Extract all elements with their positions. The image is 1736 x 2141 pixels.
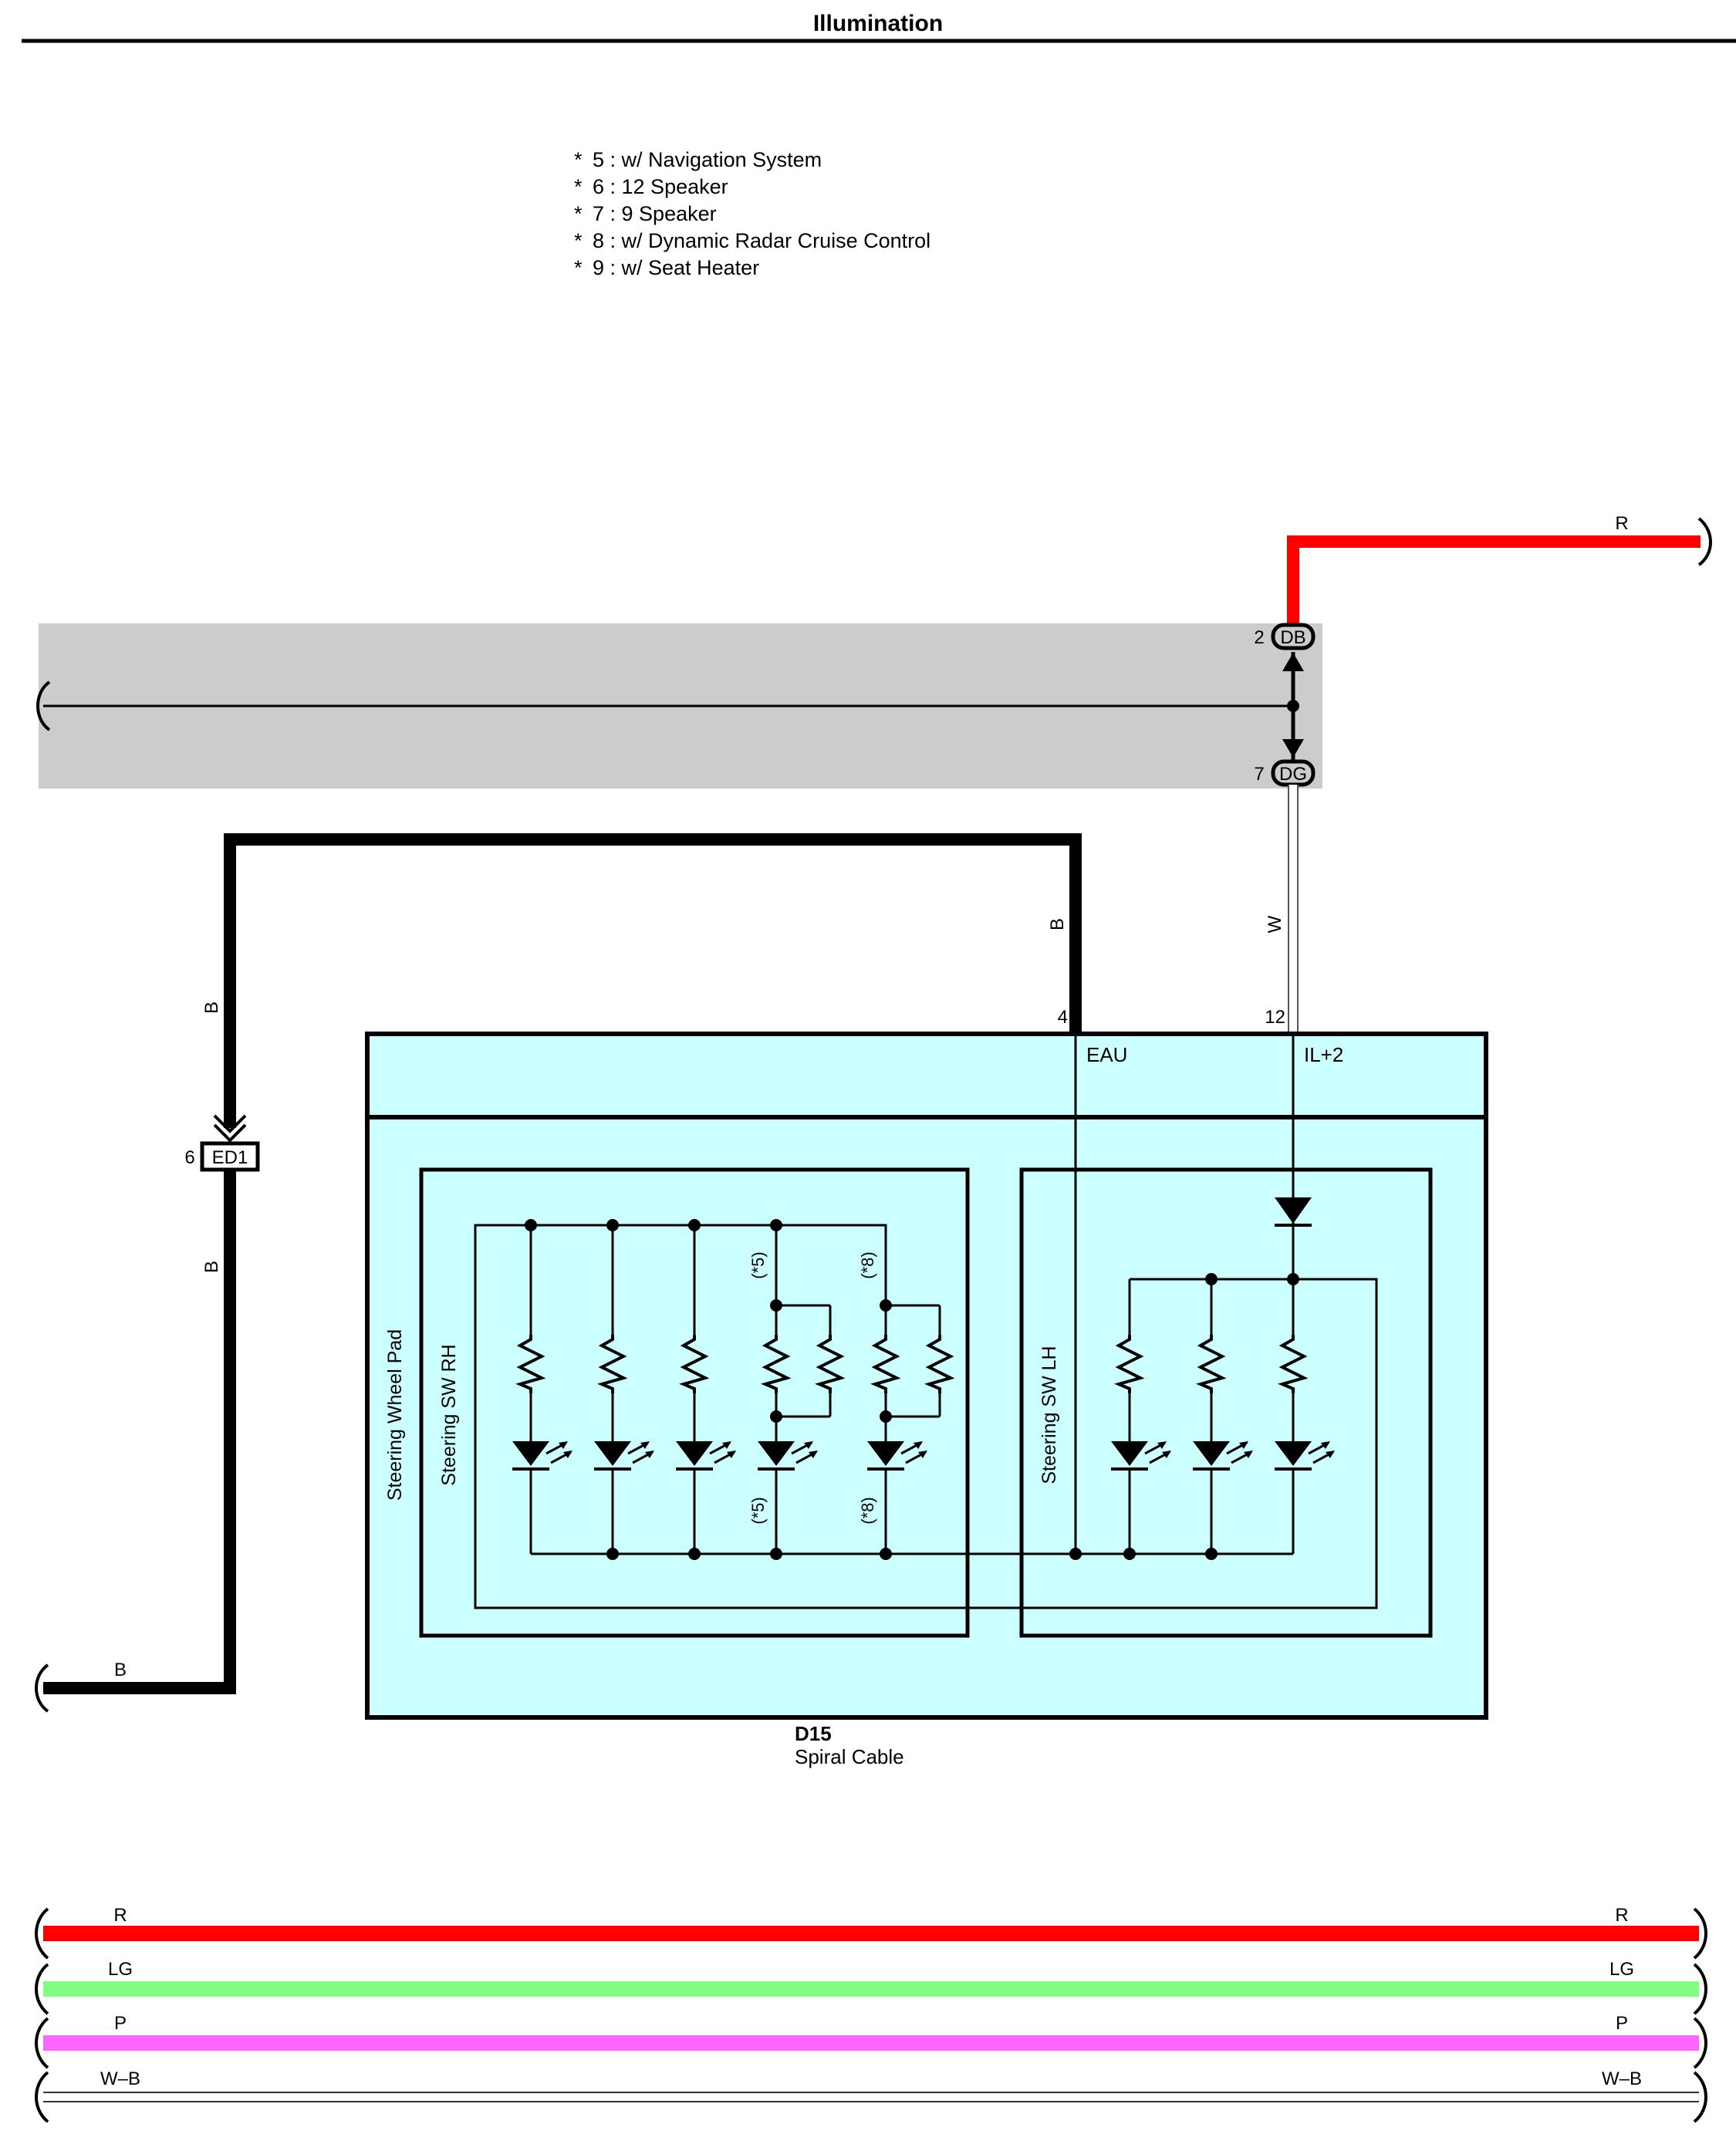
wire-break-symbol xyxy=(35,1963,49,2015)
rh-branches xyxy=(529,1225,941,1554)
condition-label: (*5) xyxy=(748,1251,768,1278)
diode-icon xyxy=(1275,1197,1312,1224)
connector-ed1: ED1 6 xyxy=(184,1141,260,1172)
bus-label-left: W–B xyxy=(100,2068,140,2089)
wire-break-symbol xyxy=(1693,1963,1707,2015)
note-marker: * xyxy=(574,229,583,252)
page-title: Illumination xyxy=(813,11,943,36)
pin-name: EAU xyxy=(1086,1043,1127,1066)
wire-b-main: B B xyxy=(201,833,1082,1143)
connector-db: DB 2 xyxy=(1254,623,1316,768)
connector-ed1-name: ED1 xyxy=(212,1147,248,1168)
wire-break-symbol xyxy=(35,2071,49,2123)
block-label-pad: Steering Wheel Pad xyxy=(384,1329,406,1501)
connector-dg-pin: 7 xyxy=(1254,764,1264,785)
connector-dg-name: DG xyxy=(1279,764,1307,785)
condition-label: (*5) xyxy=(748,1497,768,1524)
wire-label: B xyxy=(201,1261,222,1273)
lh-branches xyxy=(1128,1279,1295,1554)
wire-break-symbol xyxy=(1693,1907,1707,1960)
connector-ed1-pin: 6 xyxy=(184,1147,194,1168)
condition-label: (*8) xyxy=(858,1497,877,1524)
wire-label: R xyxy=(1615,513,1628,534)
wire-break-symbol xyxy=(1693,2071,1707,2123)
bus-label-right: W–B xyxy=(1602,2068,1642,2089)
notes-legend: * 5 : w/ Navigation System * 6 : 12 Spea… xyxy=(574,148,930,279)
note-marker: * xyxy=(574,175,583,198)
note-item: 9 : w/ Seat Heater xyxy=(593,256,759,279)
note-item: 8 : w/ Dynamic Radar Cruise Control xyxy=(593,229,930,252)
bus-label-left: P xyxy=(114,2013,127,2034)
connector-dg: DG 7 xyxy=(1254,759,1316,787)
bus-wires: R R LG LG P P W–B W–B xyxy=(35,1905,1707,2123)
connector-db-pin: 2 xyxy=(1254,627,1264,648)
wire-label: B xyxy=(1047,918,1068,930)
condition-label: (*8) xyxy=(858,1251,877,1278)
block-sw-lh xyxy=(1019,1167,1433,1638)
bus-label-right: LG xyxy=(1609,1959,1634,1980)
note-marker: * xyxy=(574,202,583,225)
note-item: 6 : 12 Speaker xyxy=(593,175,728,198)
wire-break-symbol xyxy=(1693,2017,1707,2069)
junction-dots xyxy=(525,1219,1299,1560)
note-item: 7 : 9 Speaker xyxy=(593,202,717,225)
wire-break-symbol xyxy=(35,1663,49,1713)
component-id: D15 xyxy=(795,1722,832,1745)
wire-break-symbol xyxy=(35,1907,49,1960)
bus-label-left: LG xyxy=(108,1959,133,1980)
component-name: Spiral Cable xyxy=(795,1745,904,1768)
wire-label: B xyxy=(201,1001,222,1014)
pin-number: 4 xyxy=(1058,1007,1068,1028)
connector-db-name: DB xyxy=(1280,627,1305,648)
component-d15: 4 EAU 12 IL+2 Steering Wheel Pad Steerin… xyxy=(365,1007,1488,1768)
block-sw-rh xyxy=(419,1167,970,1638)
block-label-sw-rh: Steering SW RH xyxy=(438,1344,460,1485)
block-label-sw-lh: Steering SW LH xyxy=(1039,1346,1060,1484)
wire-label: W xyxy=(1265,915,1285,933)
note-marker: * xyxy=(574,148,583,171)
bus-label-left: R xyxy=(113,1905,127,1926)
pin-name: IL+2 xyxy=(1304,1043,1343,1066)
pin-number: 12 xyxy=(1265,1007,1285,1028)
bus-label-right: P xyxy=(1616,2013,1628,2034)
wire-b-lower: B B xyxy=(35,1171,236,1713)
note-item: 5 : w/ Navigation System xyxy=(593,148,822,171)
wire-label: B xyxy=(114,1660,127,1680)
wire-top-right-red: R xyxy=(1287,513,1712,626)
wire-w: W xyxy=(1265,785,1299,1032)
wire-break-symbol xyxy=(36,680,51,731)
note-marker: * xyxy=(574,256,583,279)
bus-label-right: R xyxy=(1615,1905,1628,1926)
wire-break-symbol xyxy=(1697,517,1712,566)
wire-break-symbol xyxy=(35,2017,49,2069)
